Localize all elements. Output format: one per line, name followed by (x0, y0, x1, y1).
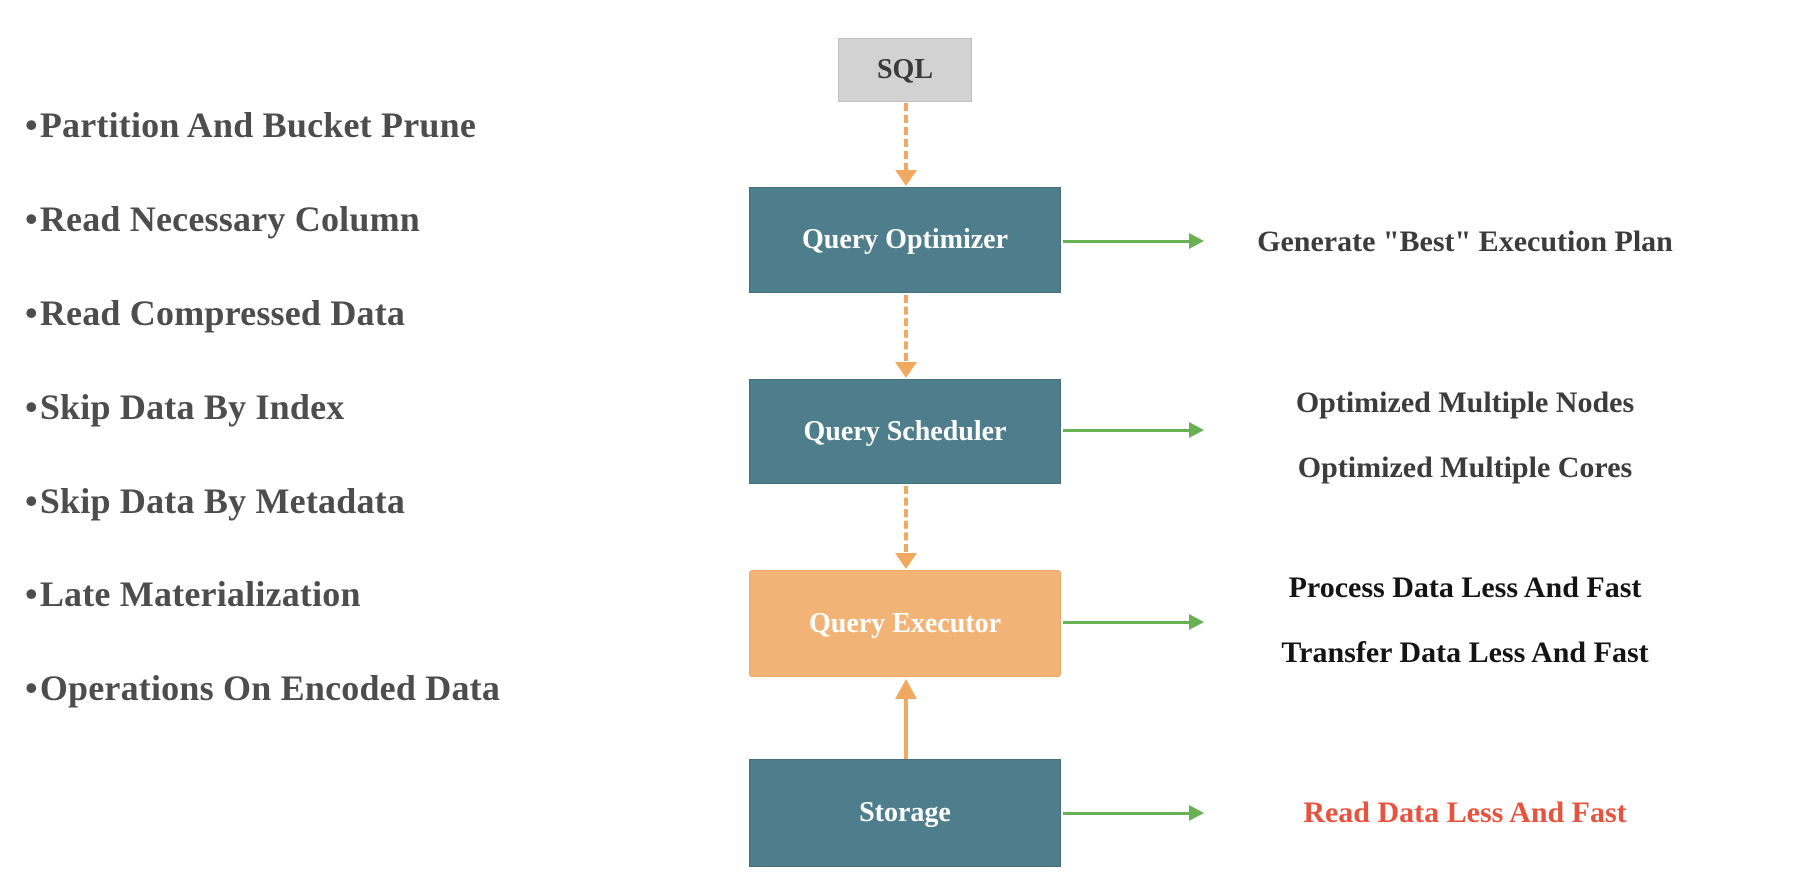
label-optimized-multiple-nodes: Optimized Multiple Nodes (1295, 386, 1635, 419)
node-storage: Storage (749, 759, 1061, 867)
bullet-text: Read Necessary Column (39, 199, 420, 239)
bullet-text: Skip Data By Metadata (39, 481, 406, 521)
label-generate-best-execution-plan: Generate "Best" Execution Plan (1257, 225, 1673, 258)
label-process-data-less-and-fast: Process Data Less And Fast (1288, 571, 1642, 604)
bullet-operations-on-encoded-data: •Operations On Encoded Data (25, 667, 500, 709)
arrowhead-up-icon (895, 679, 917, 699)
bullet-marker: • (25, 105, 38, 145)
bullet-text: Operations On Encoded Data (39, 668, 501, 708)
label-read-data-less-and-fast: Read Data Less And Fast (1303, 796, 1627, 829)
bullet-marker: • (25, 481, 38, 521)
arrowhead-right-icon (1189, 805, 1204, 821)
bullet-marker: • (25, 387, 38, 427)
dashed-arrow-sql-to-optimizer (904, 103, 908, 171)
bullet-marker: • (25, 574, 38, 614)
node-query-scheduler: Query Scheduler (749, 379, 1061, 484)
bullet-text: Read Compressed Data (39, 293, 406, 333)
node-query-executor: Query Executor (749, 570, 1061, 677)
bullet-read-necessary-column: •Read Necessary Column (25, 198, 420, 240)
bullet-marker: • (25, 668, 38, 708)
bullet-partition-bucket-prune: •Partition And Bucket Prune (25, 104, 476, 146)
bullet-marker: • (25, 293, 38, 333)
label-transfer-data-less-and-fast: Transfer Data Less And Fast (1281, 636, 1649, 669)
node-sql: SQL (838, 38, 972, 102)
dashed-arrow-scheduler-to-executor (904, 486, 908, 552)
bullet-text: Partition And Bucket Prune (39, 105, 477, 145)
bullet-skip-data-by-metadata: •Skip Data By Metadata (25, 480, 405, 522)
arrowhead-right-icon (1189, 422, 1204, 438)
label-optimized-multiple-cores: Optimized Multiple Cores (1297, 451, 1633, 484)
bullet-text: Late Materialization (39, 574, 361, 614)
solid-arrow-storage-to-executor (904, 699, 908, 759)
bullet-read-compressed-data: •Read Compressed Data (25, 292, 405, 334)
bullet-late-materialization: •Late Materialization (25, 573, 361, 615)
node-query-optimizer: Query Optimizer (749, 187, 1061, 293)
arrowhead-down-icon (895, 362, 917, 378)
dashed-arrow-optimizer-to-scheduler (904, 295, 908, 361)
arrowhead-right-icon (1189, 233, 1204, 249)
arrowhead-down-icon (895, 170, 917, 186)
bullet-text: Skip Data By Index (39, 387, 345, 427)
bullet-marker: • (25, 199, 38, 239)
arrowhead-right-icon (1189, 614, 1204, 630)
bullet-skip-data-by-index: •Skip Data By Index (25, 386, 345, 428)
arrowhead-down-icon (895, 553, 917, 569)
